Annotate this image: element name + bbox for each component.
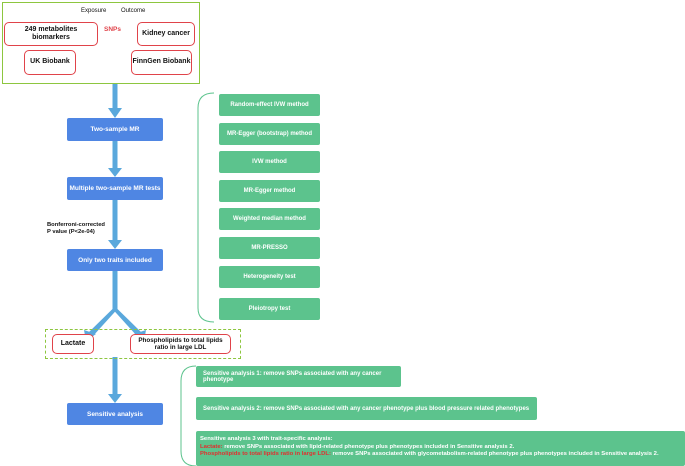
s3-phos-key: Phospholipids to total lipids ratio in l… bbox=[200, 451, 331, 458]
method-mr-egger: MR-Egger method bbox=[219, 180, 320, 202]
outcome-label: Outcome bbox=[121, 8, 146, 14]
uk-biobank-box: UK Biobank bbox=[24, 50, 76, 75]
bonferroni-line-2: P value (P<2e-04) bbox=[47, 228, 95, 235]
s3-phospholipids-line: Phospholipids to total lipids ratio in l… bbox=[200, 451, 685, 459]
sensitivity-analysis-2: Sensitive analysis 2: remove SNPs associ… bbox=[196, 397, 537, 420]
method-weighted-median: Weighted median method bbox=[219, 208, 320, 230]
sensitivity-analysis-1: Sensitive analysis 1: remove SNPs associ… bbox=[196, 366, 401, 387]
snps-label: SNPs bbox=[104, 26, 121, 33]
outcome-box: Kidney cancer bbox=[137, 22, 195, 46]
s3-lactate-key: Lactate: bbox=[200, 443, 223, 450]
traits-frame bbox=[45, 329, 241, 359]
method-mr-egger-bootstrap: MR-Egger (bootstrap) method bbox=[219, 123, 320, 145]
method-pleiotropy-test: Pleiotropy test bbox=[219, 298, 320, 320]
phospholipids-box: Phospholipids to total lipids ratio in l… bbox=[130, 334, 231, 354]
bonferroni-note: Bonferroni-corrected P value (P<2e-04) bbox=[47, 222, 105, 236]
s3-phos-text: remove SNPs associated with glycometabol… bbox=[330, 451, 659, 458]
multiple-mr-tests-box: Multiple two-sample MR tests bbox=[67, 177, 163, 200]
two-sample-mr-box: Two-sample MR bbox=[67, 118, 163, 141]
only-two-traits-box: Only two traits included bbox=[67, 249, 163, 271]
finngen-biobank-box: FinnGen Biobank bbox=[131, 50, 192, 75]
methods-brace bbox=[197, 92, 215, 323]
method-ivw: IVW method bbox=[219, 151, 320, 173]
sensitive-analysis-box: Sensitive analysis bbox=[67, 403, 163, 425]
exposure-label: Exposure bbox=[81, 8, 107, 14]
exposure-box: 249 metabolites biomarkers bbox=[4, 22, 98, 46]
s3-title: Sensitive analysis 3 with trait-specific… bbox=[200, 436, 333, 442]
s3-lactate-line: Lactate: remove SNPs associated with lip… bbox=[200, 444, 685, 452]
lactate-box: Lactate bbox=[52, 334, 94, 354]
sensitivity-analysis-3: Sensitive analysis 3 with trait-specific… bbox=[196, 431, 685, 466]
s3-lactate-text: remove SNPs associated with lipid-relate… bbox=[222, 443, 515, 450]
bonferroni-line-1: Bonferroni-corrected bbox=[47, 222, 105, 228]
method-heterogeneity-test: Heterogeneity test bbox=[219, 266, 320, 288]
method-mr-presso: MR-PRESSO bbox=[219, 237, 320, 259]
method-random-effect-ivw: Random-effect IVW method bbox=[219, 94, 320, 116]
sensitivity-brace bbox=[180, 365, 197, 466]
